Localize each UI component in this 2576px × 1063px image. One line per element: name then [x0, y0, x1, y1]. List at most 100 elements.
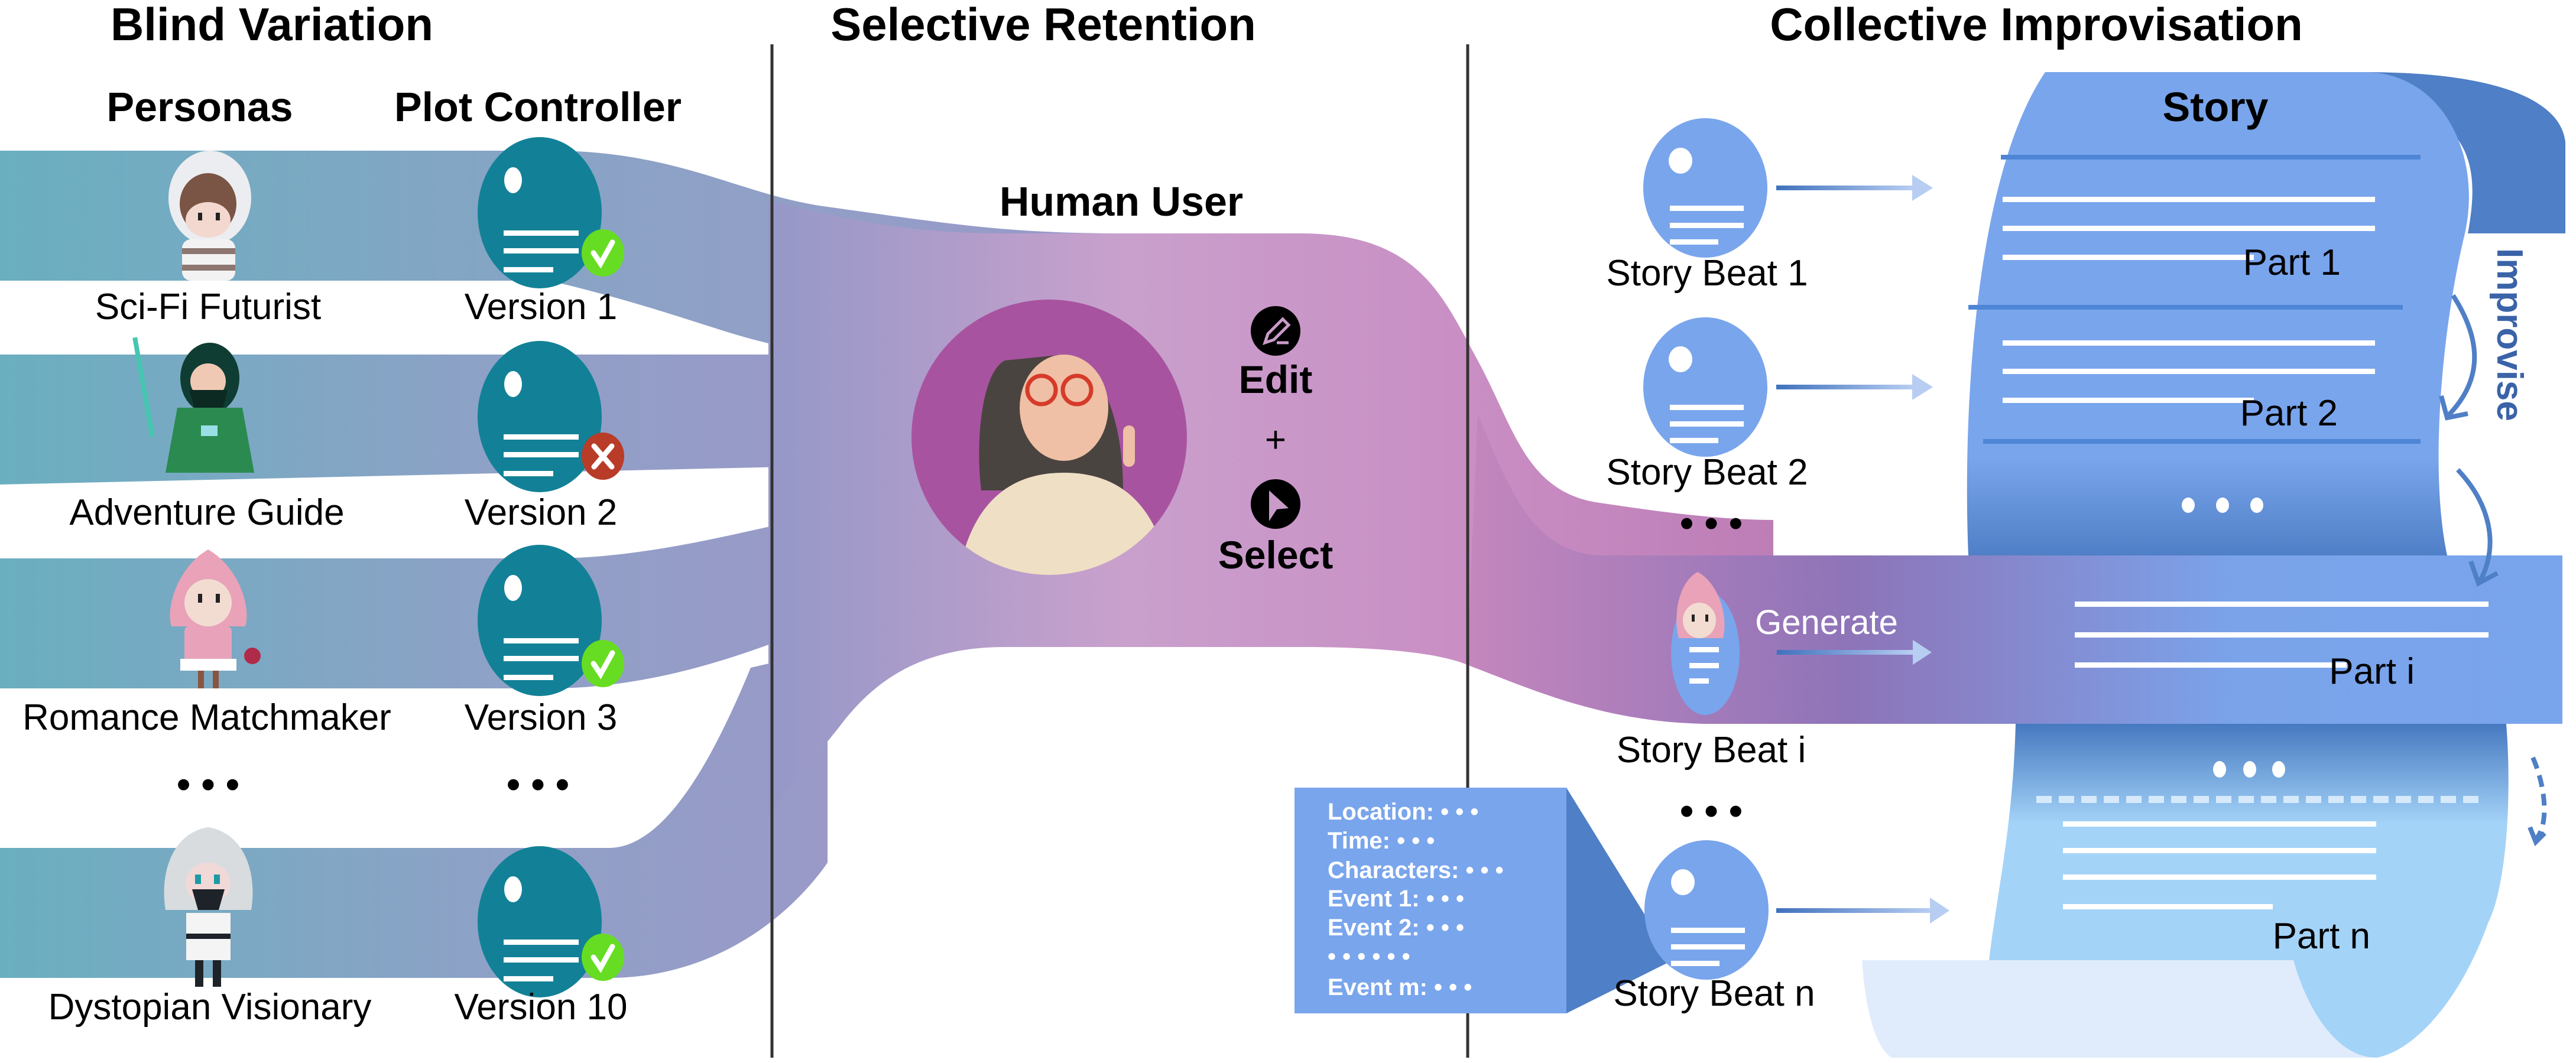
- detail-location: Location: • • •: [1328, 799, 1478, 825]
- story-beat-label: Story Beat i: [1617, 730, 1806, 771]
- text-line: [2003, 340, 2375, 346]
- version-label: Version 3: [465, 697, 618, 738]
- story-beat-icon: [1643, 317, 1767, 457]
- plot-controller-icon: [478, 545, 602, 696]
- arrow-right-icon: [1776, 175, 1933, 201]
- elf-warrior-avatar-icon: [132, 337, 254, 473]
- part-label: Part i: [2329, 651, 2415, 692]
- scroll-ellipsis-bottom: [2213, 761, 2285, 778]
- section-title-collective-improvisation: Collective Improvisation: [1770, 0, 2303, 50]
- story-beat[interactable]: Story Beat 2: [1606, 317, 1933, 493]
- part-label: Part 2: [2240, 393, 2338, 434]
- select-cursor-icon[interactable]: [1251, 479, 1300, 529]
- detail-event-1: Event 1: • • •: [1328, 886, 1464, 912]
- dashed-improvise-arrow-icon: [2530, 756, 2547, 841]
- part-label: Part 1: [2243, 242, 2341, 283]
- ribbon-row-2: [0, 355, 828, 485]
- check-icon: [582, 640, 624, 687]
- persona-row[interactable]: Dystopian Visionary Version 10: [48, 827, 628, 1028]
- persona-ellipsis: • • •: [177, 762, 239, 806]
- scroll-bottom-body: [1989, 724, 2509, 1058]
- ribbon-row-3: [0, 514, 828, 688]
- plus-sign: +: [1265, 420, 1286, 460]
- arrowhead-icon: [2439, 395, 2468, 421]
- improvise-arrow-icon: [2445, 294, 2477, 418]
- generate-label: Generate: [1755, 603, 1898, 642]
- persona-row[interactable]: Romance Matchmaker Version 3: [22, 545, 624, 738]
- story-scroll: Story Part 1 Part 2 Part i Part n Improv…: [1862, 72, 2565, 1058]
- story-beat-ellipsis: • • •: [1680, 789, 1743, 833]
- text-line: [2063, 848, 2376, 853]
- ribbon-story-beat-i: [1467, 414, 2562, 724]
- gas-mask-avatar-icon: [164, 827, 253, 987]
- version-label: Version 1: [465, 287, 618, 327]
- text-line: [2075, 662, 2347, 668]
- pink-hood-avatar-icon: [170, 550, 261, 688]
- text-line: [2003, 226, 2375, 231]
- text-line: [2003, 255, 2254, 260]
- plot-controller-icon: [478, 341, 602, 492]
- text-line: [2063, 821, 2376, 827]
- scroll-ellipsis-top: [2182, 498, 2263, 513]
- persona-name: Sci-Fi Futurist: [95, 287, 321, 327]
- text-line: [2003, 369, 2375, 374]
- plot-controller-header: Plot Controller: [394, 84, 682, 130]
- human-user-label: Human User: [1000, 178, 1243, 225]
- story-beat-icon: [1644, 840, 1769, 980]
- story-beat-label: Story Beat 1: [1606, 253, 1808, 294]
- edit-icon[interactable]: [1251, 306, 1300, 356]
- persona-name: Adventure Guide: [69, 492, 344, 533]
- arrowhead-icon: [2528, 826, 2546, 847]
- persona-row[interactable]: Sci-Fi Futurist Version 1: [95, 137, 624, 327]
- version-label: Version 10: [455, 987, 628, 1028]
- select-label: Select: [1218, 533, 1333, 577]
- version-label: Version 2: [465, 492, 618, 533]
- personas-header: Personas: [106, 84, 293, 130]
- arrow-right-icon: [1776, 374, 1933, 400]
- scroll-top-curl: [2288, 72, 2565, 233]
- detail-ellipsis: • • • • • •: [1328, 944, 1410, 970]
- detail-characters: Characters: • • •: [1328, 857, 1504, 883]
- detail-event-m: Event m: • • •: [1328, 974, 1472, 1000]
- text-line: [2075, 632, 2489, 638]
- story-beat-label: Story Beat n: [1613, 973, 1815, 1014]
- scroll-divider: [1968, 305, 2403, 310]
- persona-row[interactable]: Adventure Guide Version 2: [69, 337, 624, 533]
- check-icon: [582, 934, 624, 981]
- arrow-right-icon: [1777, 640, 1932, 665]
- persona-name: Romance Matchmaker: [22, 697, 391, 738]
- scroll-bottom-fold: [1862, 960, 2376, 1058]
- arrow-right-icon: [1776, 898, 1949, 924]
- check-icon: [582, 229, 624, 277]
- scroll-top-body: [1967, 72, 2469, 555]
- section-title-blind-variation: Blind Variation: [111, 0, 433, 50]
- story-beat-label: Story Beat 2: [1606, 452, 1808, 493]
- part-label: Part n: [2273, 916, 2370, 957]
- edit-label: Edit: [1239, 357, 1313, 401]
- text-line: [2063, 875, 2376, 880]
- story-beat-details-callout: Location: • • • Time: • • • Characters: …: [1295, 788, 1673, 1013]
- astronaut-avatar-icon: [168, 151, 251, 281]
- text-line: [2003, 197, 2375, 202]
- pink-hood-avatar-icon: [1676, 572, 1725, 638]
- scroll-divider: [2001, 155, 2421, 160]
- version-ellipsis: • • •: [507, 762, 569, 806]
- story-beat-ellipsis: • • •: [1680, 501, 1743, 545]
- arrowhead-icon: [2468, 560, 2499, 587]
- scroll-divider: [1983, 439, 2421, 444]
- story-title: Story: [2163, 84, 2269, 130]
- story-beat[interactable]: Story Beat 1: [1606, 118, 1933, 294]
- x-mark-icon: [582, 433, 624, 480]
- plot-controller-icon: [478, 846, 602, 997]
- story-beat[interactable]: Story Beat n: [1613, 840, 1949, 1014]
- plot-controller-icon: [478, 137, 602, 288]
- human-user-avatar: [911, 300, 1187, 575]
- persona-name: Dystopian Visionary: [48, 987, 372, 1028]
- story-beat[interactable]: Generate Story Beat i: [1617, 572, 1932, 771]
- text-line: [2075, 602, 2489, 607]
- improvise-label: Improvise: [2489, 248, 2530, 421]
- detail-event-2: Event 2: • • •: [1328, 915, 1464, 941]
- section-title-selective-retention: Selective Retention: [830, 0, 1256, 50]
- detail-time: Time: • • •: [1328, 828, 1435, 854]
